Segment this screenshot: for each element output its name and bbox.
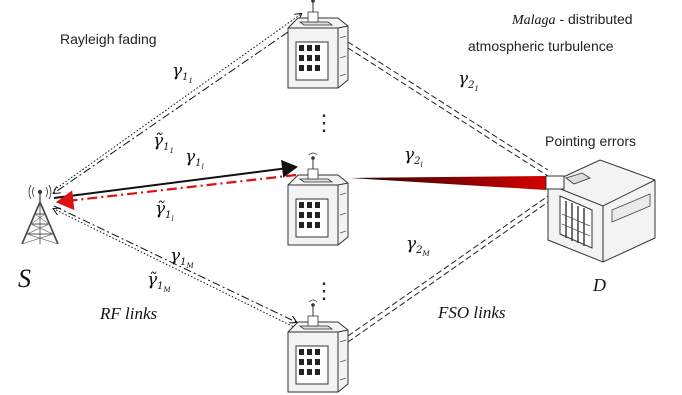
rf-link-l-solid [53, 159, 298, 199]
gamma-tilde-1-l-label: γ̃1l [155, 199, 174, 223]
source-label: S [18, 264, 31, 293]
destination-label: D [592, 275, 606, 295]
gamma-tilde-1-1-label: γ̃11 [153, 131, 174, 155]
fso-links-label: FSO links [437, 303, 506, 322]
pointing-errors-label: Pointing errors [545, 133, 636, 149]
fso-link-1 [347, 41, 549, 171]
fso-beam-l [350, 176, 546, 190]
gamma-2-M-label: γ2M [406, 234, 431, 258]
relay-dots-lower: ⋮ [313, 278, 335, 303]
gamma-1-l-label: γ1l [185, 147, 204, 171]
fso-link-M [347, 195, 549, 337]
malaga-label: Malaga - distributed [511, 11, 633, 28]
fso-link-Mb [347, 201, 549, 343]
rf-link-1-dotted [53, 14, 301, 191]
rayleigh-fading-label: Rayleigh fading [60, 31, 157, 47]
gamma-2-l-label: γ2l [404, 145, 423, 169]
gamma-tilde-1-M-label: γ̃1M [147, 270, 172, 294]
rf-link-M-dotted [54, 209, 297, 329]
relay-building-1 [287, 0, 349, 89]
fso-link-1b [347, 47, 549, 177]
gamma-2-1-label: γ21 [458, 69, 479, 93]
relay-building-M [287, 299, 349, 393]
radio-tower-icon [21, 184, 59, 245]
atmospheric-turbulence-label: atmospheric turbulence [468, 38, 614, 54]
relay-dots-upper: ⋮ [313, 110, 335, 135]
gamma-1-M-label: γ1M [170, 246, 195, 270]
rf-link-1-dashdot [54, 31, 289, 193]
rf-links-label: RF links [99, 304, 158, 323]
destination-building-icon [545, 159, 656, 263]
rf-link-M-dashdot [53, 205, 296, 322]
relay-building-l [287, 152, 349, 246]
malaga-rest: - distributed [556, 11, 633, 27]
malaga-word: Malaga [511, 13, 556, 28]
rf-link-l-feedback [55, 173, 297, 211]
gamma-1-1-label: γ11 [172, 61, 193, 85]
